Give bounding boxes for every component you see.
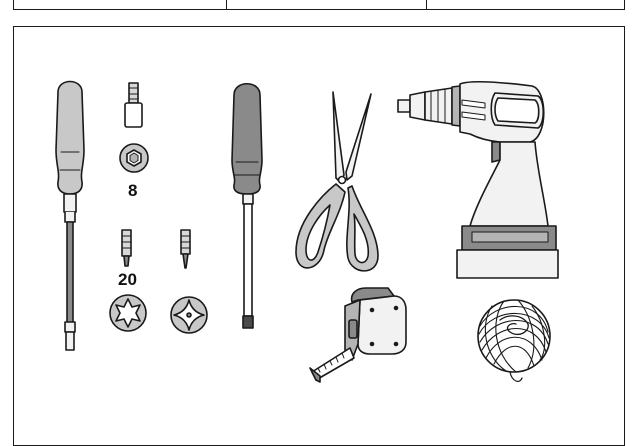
torx-bit-size-label: 20 xyxy=(118,270,137,289)
table-divider xyxy=(426,0,427,9)
torx-bit-icon xyxy=(121,229,132,267)
flex-shaft-screwdriver-icon xyxy=(55,80,85,351)
flathead-screwdriver-icon xyxy=(231,82,263,329)
tape-measure-icon xyxy=(309,287,407,383)
phillips-bit-end-icon xyxy=(170,296,208,334)
top-table-edge xyxy=(13,0,625,10)
twine-ball-icon xyxy=(477,299,551,382)
hex-socket-end-icon xyxy=(119,143,149,173)
table-divider xyxy=(226,0,227,9)
scissors-icon xyxy=(295,91,379,272)
hex-bit-icon xyxy=(124,82,143,128)
torx-bit-end-icon xyxy=(109,294,147,332)
hex-bit-size-label: 8 xyxy=(128,181,138,200)
phillips-bit-icon xyxy=(180,229,191,269)
cordless-drill-icon xyxy=(397,81,559,279)
